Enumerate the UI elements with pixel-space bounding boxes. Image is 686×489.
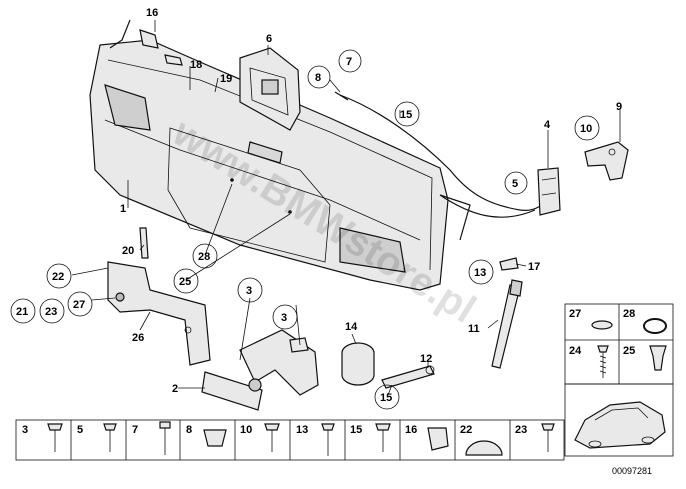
callout-3b-circle (272, 304, 298, 330)
part-17 (499, 257, 519, 271)
callout-labels: 16 18 19 6 7 8 15 4 5 9 10 1 13 17 11 20… (10, 7, 622, 410)
callout-24: 23 (45, 306, 57, 318)
callout-2: 2 (172, 383, 178, 395)
callout-11: 11 (468, 323, 480, 335)
callout-16-circle (394, 101, 420, 127)
callout-14: 14 (345, 321, 358, 333)
callout-4: 4 (544, 119, 551, 131)
strip-label-10: 10 (240, 424, 252, 436)
callout-22: 21 (16, 306, 28, 318)
callout-13: 13 (474, 267, 486, 279)
part-11-strut (491, 279, 523, 369)
cable-16 (339, 94, 549, 211)
callout-16: 15 (400, 109, 412, 121)
callout-8: 8 (315, 72, 321, 84)
callout-27-circle (67, 291, 93, 317)
callout-26: 26 (132, 332, 144, 344)
callout-27: 27 (73, 299, 85, 311)
callout-10-circle (574, 115, 600, 141)
callout-5: 5 (512, 178, 518, 190)
callout-13-circle (468, 259, 494, 285)
callout-23: 22 (52, 271, 64, 283)
grid-label-25: 25 (623, 345, 635, 357)
callout-7-circle (338, 49, 362, 73)
callout-10: 10 (580, 123, 592, 135)
strip-label-5: 5 (77, 424, 83, 436)
callout-24-circle (39, 298, 65, 324)
callout-17: 17 (528, 261, 540, 273)
strip-label-3: 3 (22, 424, 28, 436)
strip-label-15: 15 (350, 424, 362, 436)
callout-3a: 3 (246, 285, 252, 297)
seal-strip (109, 19, 131, 49)
part-14-bush (341, 342, 375, 386)
callout-8-circle (307, 65, 331, 89)
callout-6: 6 (266, 33, 272, 45)
grid-label-28: 28 (623, 308, 635, 320)
callout-15-label: 15 (380, 392, 392, 404)
part-26-bracket (107, 261, 211, 366)
strip-label-23: 23 (515, 424, 527, 436)
part-2-hinge (201, 329, 319, 411)
cable-16-end (334, 91, 349, 101)
diagram-id: 00097281 (612, 466, 652, 476)
part-12-pin (381, 365, 435, 389)
bottom-strip: 3 5 7 8 10 13 15 16 22 23 (15, 419, 565, 461)
callout-23-circle (46, 263, 72, 289)
strip-label-22: 22 (460, 424, 472, 436)
tailgate-panel (89, 39, 449, 291)
car-overview (564, 383, 674, 457)
callout-7: 7 (346, 56, 352, 68)
callout-21: 20 (122, 245, 134, 257)
part-9-hinge (584, 141, 629, 181)
callout-3b: 3 (281, 312, 287, 324)
callout-1: 1 (120, 203, 126, 215)
part-5-lock (537, 167, 561, 216)
part-6-bracket (239, 47, 301, 131)
seal-clip (139, 29, 159, 49)
callout-28: 28 (198, 251, 210, 263)
callout-22-circle (10, 298, 36, 324)
callout-18: 16 (146, 7, 158, 19)
cable-16-lower (439, 194, 536, 241)
strip-label-13: 13 (296, 424, 308, 436)
strip-label-7: 7 (132, 424, 138, 436)
callout-9: 9 (616, 101, 622, 113)
strip-label-16: 16 (405, 424, 417, 436)
strip-label-8: 8 (186, 424, 192, 436)
callout-5-circle (504, 171, 528, 195)
callout-20: 19 (220, 73, 232, 85)
callout-25: 25 (179, 276, 191, 288)
callout-19: 18 (190, 59, 202, 71)
callout-25-circle (173, 268, 199, 294)
grid-label-24: 24 (569, 345, 582, 357)
grid-label-27: 27 (569, 308, 581, 320)
callout-15-circle (374, 384, 400, 410)
callout-12: 12 (420, 353, 432, 365)
callout-3a-circle (237, 277, 263, 303)
part-21-rod (139, 227, 149, 259)
callout-28-circle (192, 243, 218, 269)
leader-lines (71, 20, 621, 396)
side-grid: 27 28 24 25 (564, 303, 674, 385)
clip-19 (164, 54, 183, 66)
